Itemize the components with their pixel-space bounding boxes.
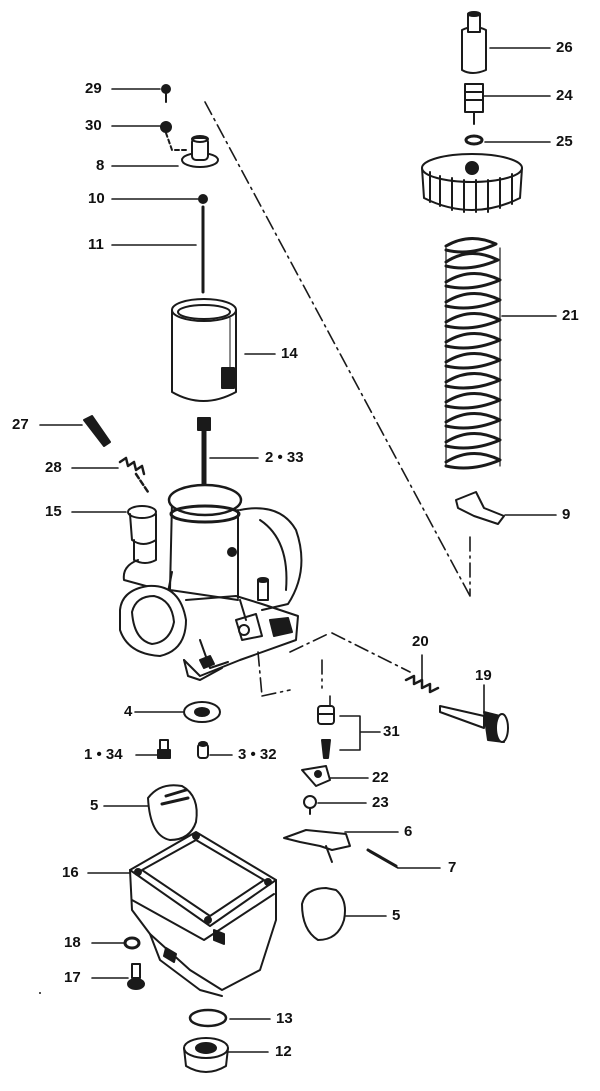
pilot-jet-3-32: [197, 741, 209, 759]
needle-holder-8: [181, 135, 219, 168]
screw-17: [127, 963, 145, 990]
throttle-slide-14: [171, 298, 237, 402]
callout-20: 20: [412, 633, 429, 650]
callout-24: 24: [556, 87, 573, 104]
float-arm-22: [301, 765, 331, 787]
washer-18: [123, 936, 141, 950]
callout-12: 12: [275, 1043, 292, 1060]
float-bowl-16: [129, 831, 277, 997]
spring-28: [118, 456, 150, 494]
callout-5-top: 5: [90, 797, 99, 814]
callout-25: 25: [556, 133, 573, 150]
screw-23: [303, 795, 317, 815]
callout-7: 7: [448, 859, 457, 876]
callout-14: 14: [281, 345, 298, 362]
assembly-lines: [204, 101, 471, 709]
plate-9: [455, 491, 505, 525]
callout-8: 8: [96, 157, 105, 174]
callout-3-32: 3 • 32: [238, 746, 277, 763]
float-pin-6: [283, 829, 351, 863]
callout-1-34: 1 • 34: [84, 746, 123, 763]
float-5-left: [147, 784, 198, 841]
callout-2-33: 2 • 33: [265, 449, 304, 466]
washer-25: [464, 134, 484, 146]
callout-19: 19: [475, 667, 492, 684]
main-jet-1-34: [157, 739, 171, 759]
callout-13: 13: [276, 1010, 293, 1027]
screw-29: [161, 84, 171, 103]
return-spring-21: [444, 237, 502, 470]
pin-7: [366, 848, 398, 868]
needle-jet-2-33: [197, 417, 211, 495]
seal-4: [183, 701, 221, 723]
callout-18: 18: [64, 934, 81, 951]
drain-plug-12: [183, 1037, 229, 1073]
callout-28: 28: [45, 459, 62, 476]
callout-5-bottom: 5: [392, 907, 401, 924]
callout-4: 4: [124, 703, 133, 720]
adjuster-nut-24: [464, 83, 484, 125]
callout-15: 15: [45, 503, 62, 520]
dash-line-30-8: [165, 132, 187, 151]
float-5-right: [301, 887, 346, 941]
air-screw-19: [439, 705, 509, 743]
cable-adjuster-26: [461, 11, 487, 74]
choke-plunger-15: [127, 505, 157, 564]
callout-29: 29: [85, 80, 102, 97]
speck: [39, 992, 41, 994]
callout-23: 23: [372, 794, 389, 811]
o-ring-13: [188, 1008, 228, 1028]
callout-31: 31: [383, 723, 400, 740]
leader-lines: [39, 47, 557, 1053]
callout-16: 16: [62, 864, 79, 881]
callout-11: 11: [88, 236, 104, 253]
callout-27: 27: [12, 416, 29, 433]
screw-27: [83, 415, 111, 447]
callout-6: 6: [404, 823, 413, 840]
callout-30: 30: [85, 117, 102, 134]
callout-26: 26: [556, 39, 573, 56]
callout-21: 21: [562, 307, 579, 324]
callout-22: 22: [372, 769, 389, 786]
ball-30: [160, 121, 172, 133]
callout-10: 10: [88, 190, 105, 207]
callout-17: 17: [64, 969, 81, 986]
top-cap: [421, 153, 523, 213]
callout-9: 9: [562, 506, 571, 523]
needle-valve-31: [317, 705, 335, 759]
spring-20: [404, 674, 440, 694]
clip-10: [198, 194, 208, 204]
carburetor-body: [119, 483, 303, 681]
